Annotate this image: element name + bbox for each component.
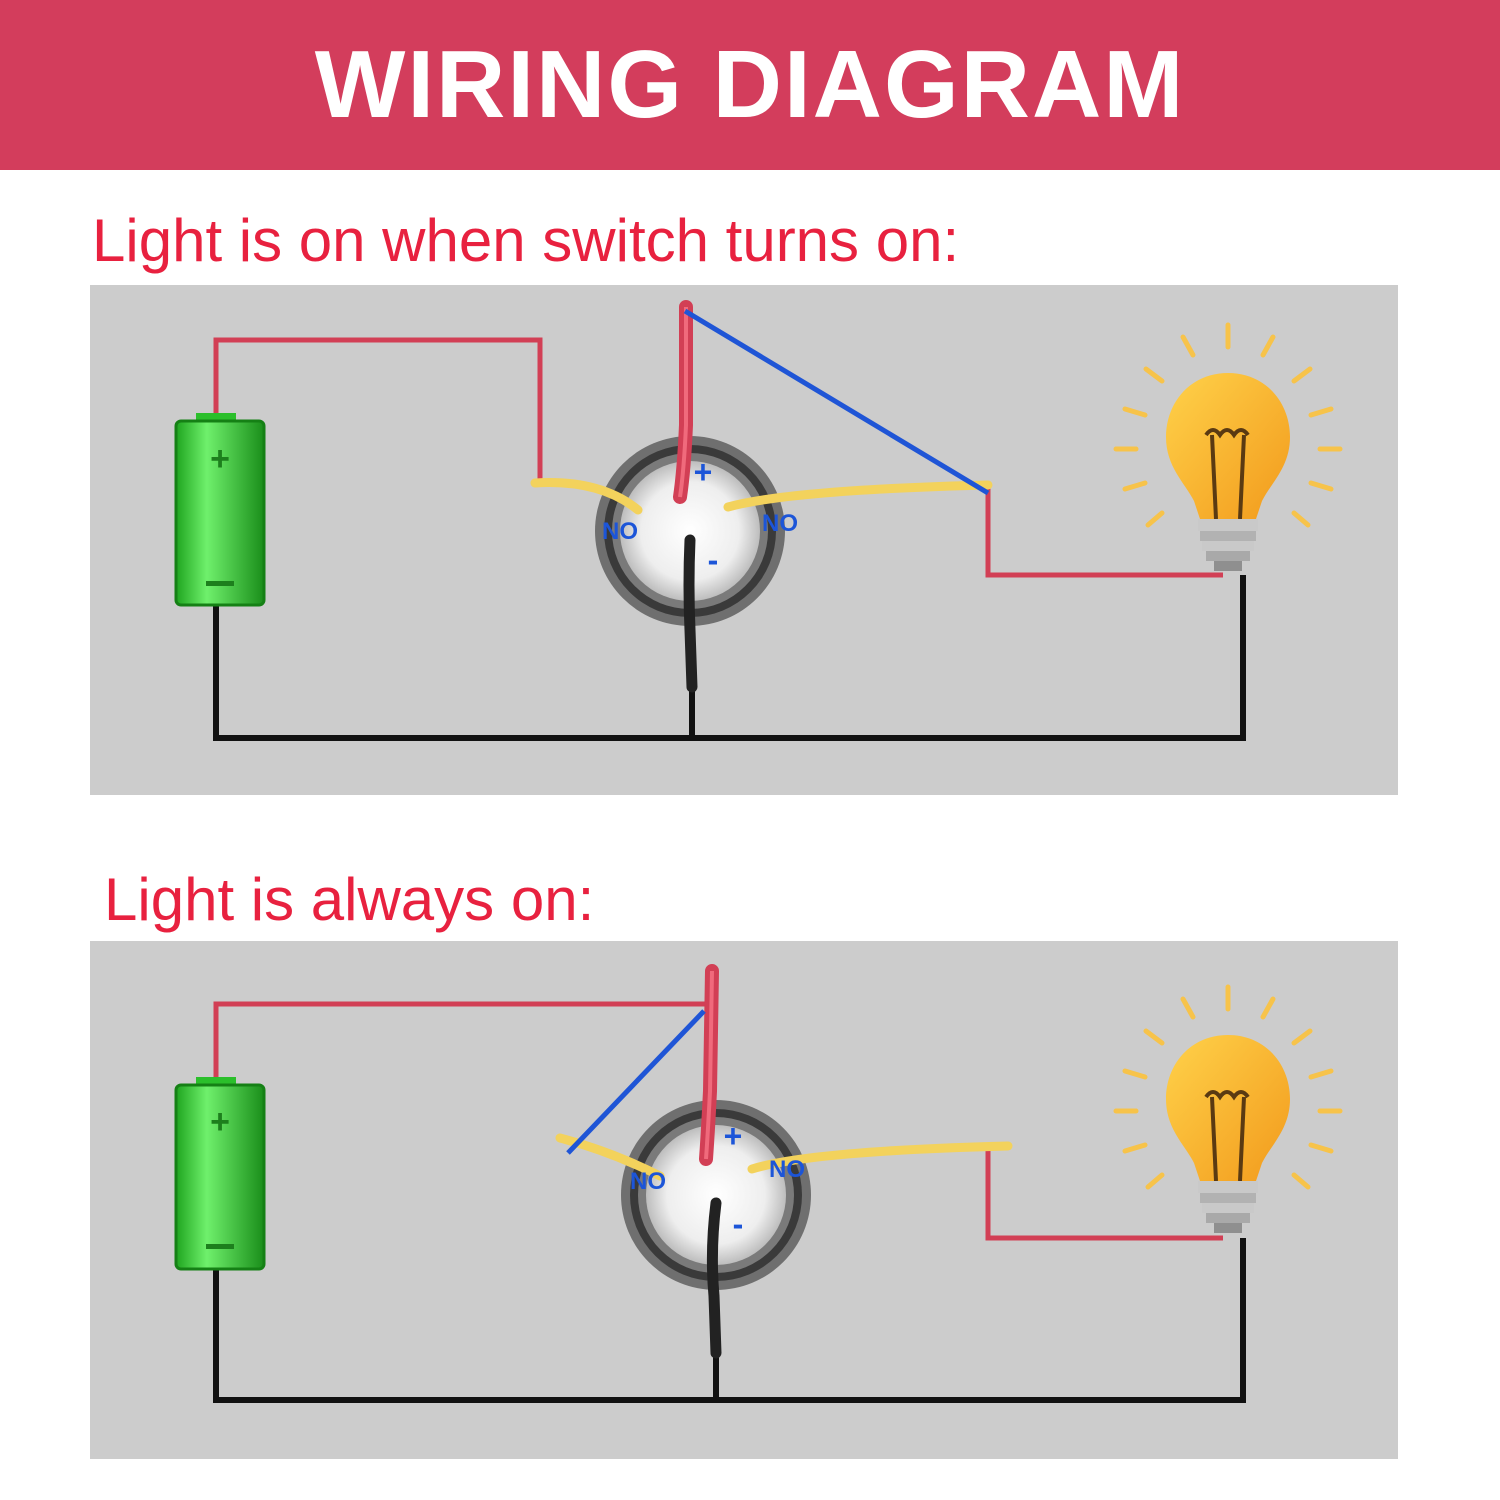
yellow-wire-no-right (723, 480, 993, 512)
push-button-switch (621, 1100, 811, 1290)
diagram-1-canvas: + + - NO NO (174, 300, 1343, 741)
battery-plus-label: + (210, 440, 230, 478)
light-bulb-icon (1113, 984, 1343, 1233)
black-ground-wire (213, 1238, 1246, 1403)
switch-no-left-label: NO (602, 518, 638, 545)
black-ground-wire (213, 575, 1246, 741)
blue-jumper-wire (683, 308, 990, 496)
switch-no-left-label: NO (630, 1168, 666, 1195)
red-wire-switch-to-bulb (985, 485, 1223, 578)
switch-plus-label: + (724, 1118, 743, 1154)
battery-icon: + (174, 1077, 266, 1271)
blue-jumper-wire (566, 1009, 706, 1155)
battery-icon: + (174, 413, 266, 607)
battery-minus-label (206, 581, 234, 586)
page-title: WIRING DIAGRAM (314, 31, 1186, 138)
switch-minus-label: - (708, 542, 719, 578)
switch-minus-label: - (733, 1206, 744, 1242)
battery-minus-label (206, 1244, 234, 1249)
push-button-switch (595, 436, 785, 626)
light-bulb-icon (1113, 322, 1343, 571)
red-wire-battery-to-switch (213, 337, 560, 485)
diagram-1-panel: + + - NO NO (90, 285, 1398, 795)
diagram-2-canvas: + + - NO NO (174, 964, 1343, 1403)
red-wire-battery-to-switch (213, 1001, 710, 1081)
black-wire-led-minus (683, 534, 698, 693)
yellow-wire-no-left (530, 478, 643, 515)
switch-no-right-label: NO (762, 510, 798, 537)
switch-plus-label: + (694, 454, 713, 490)
diagram-2-heading: Light is always on: (104, 866, 595, 933)
yellow-wire-no-right (747, 1141, 1013, 1174)
yellow-wire-no-left (555, 1133, 665, 1181)
red-wire-switch-to-bulb (985, 1147, 1223, 1241)
header-banner: WIRING DIAGRAM (0, 0, 1500, 170)
diagram-1-heading: Light is on when switch turns on: (92, 207, 960, 274)
diagram-2-panel: + + - NO NO (90, 941, 1398, 1459)
black-wire-led-minus (706, 1197, 722, 1359)
battery-plus-label: + (210, 1103, 230, 1141)
switch-no-right-label: NO (769, 1156, 805, 1183)
